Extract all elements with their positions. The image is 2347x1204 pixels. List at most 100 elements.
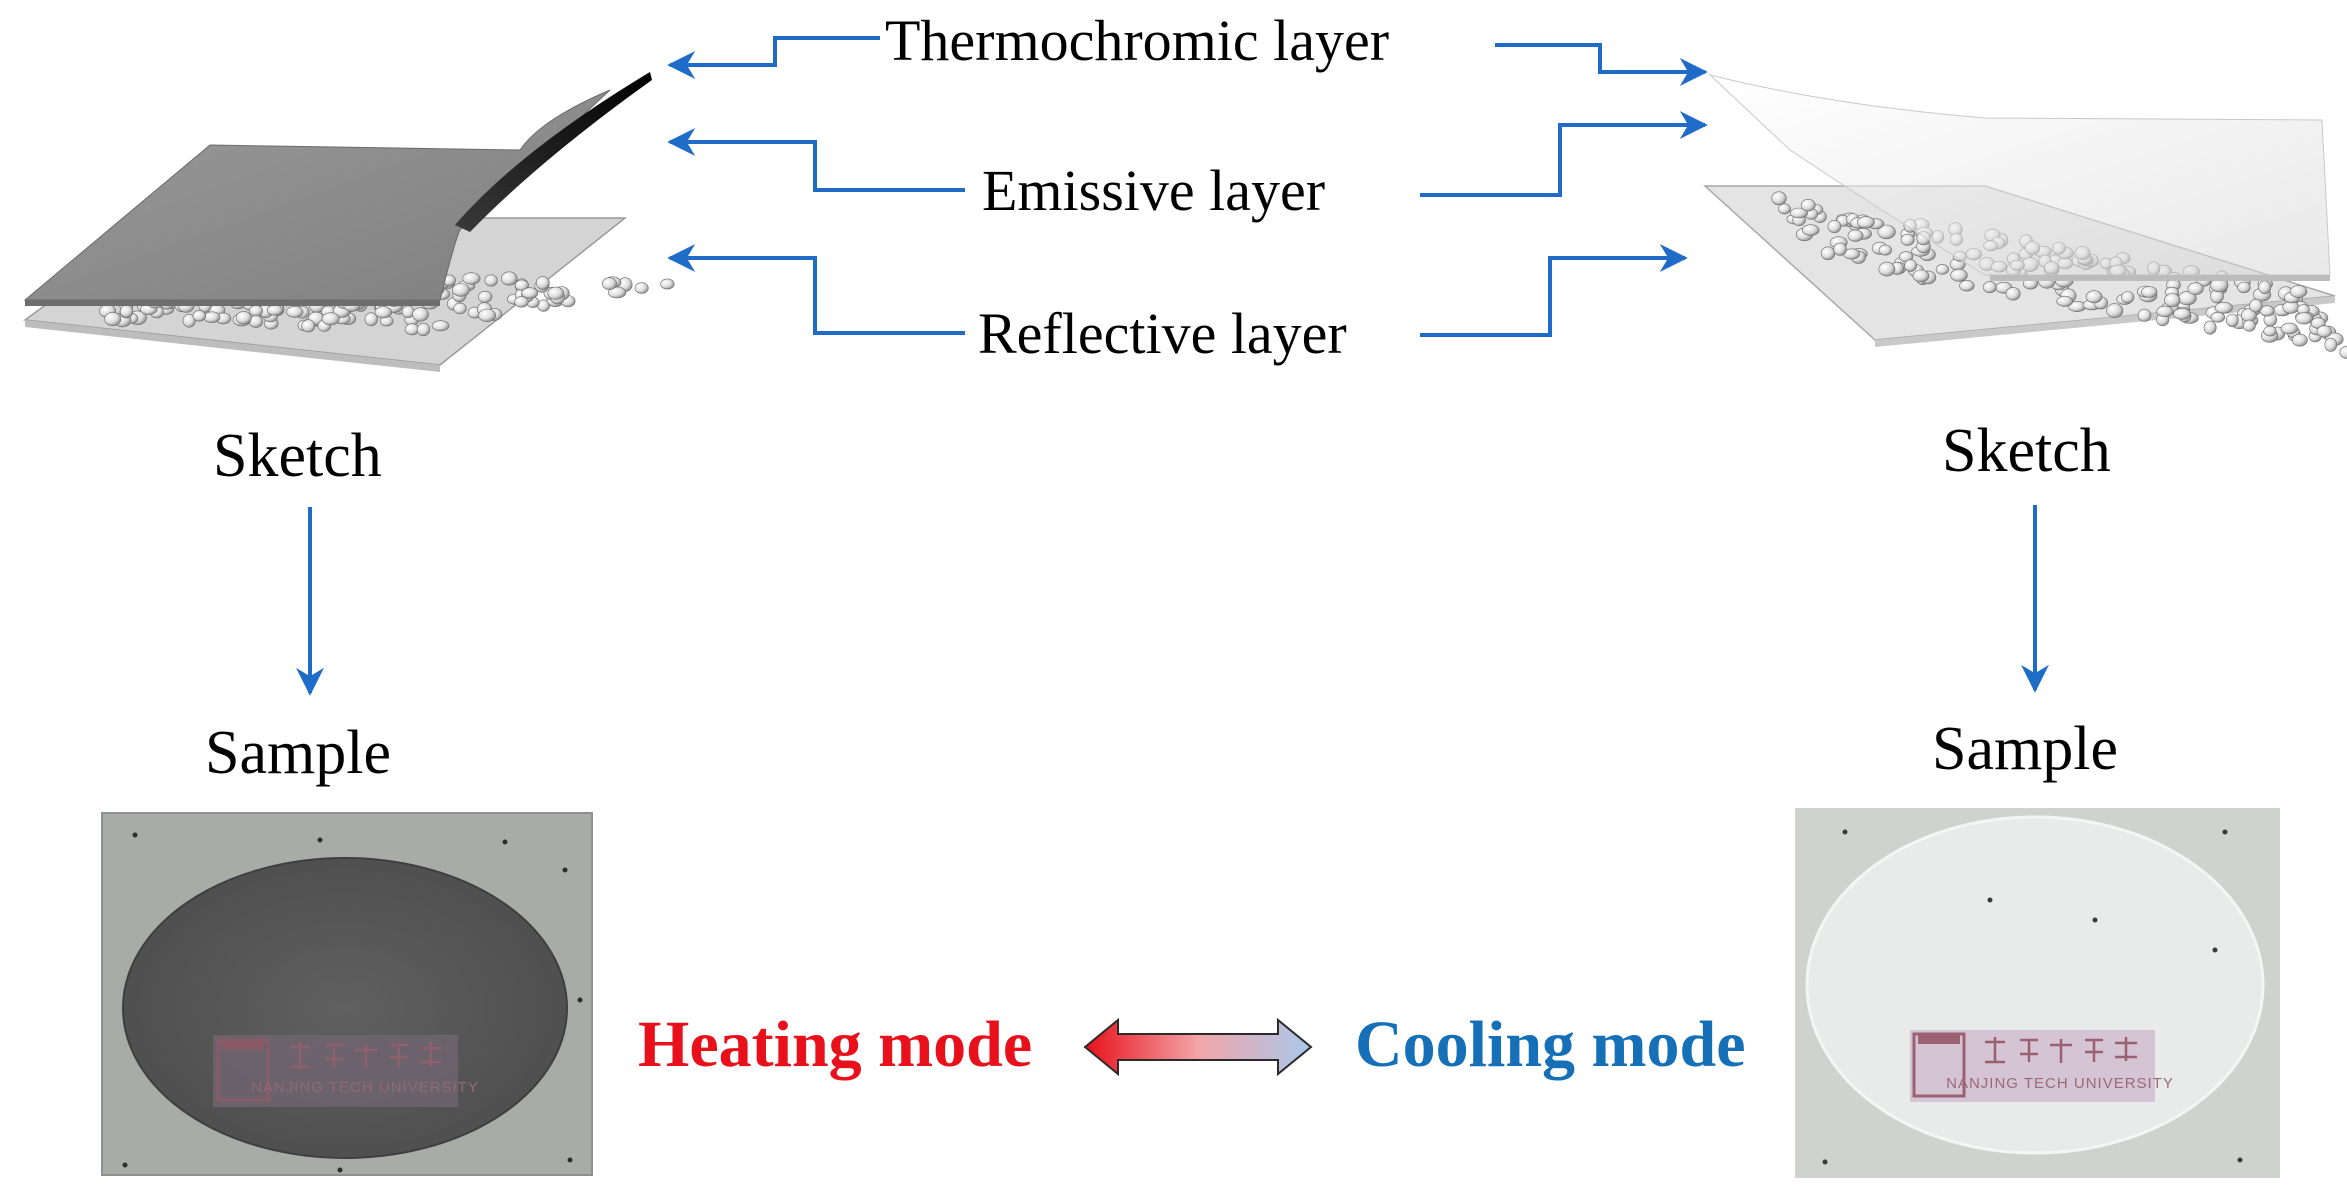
emissive-bead — [1878, 244, 1892, 256]
emissive-bead — [1912, 269, 1930, 283]
right-thermochromic-edge — [1990, 275, 2330, 281]
emissive-bead — [1827, 219, 1842, 234]
emissive-bead — [2339, 345, 2347, 359]
arrow-thermochromic-right — [1495, 43, 1708, 86]
left-layer-sketch — [22, 72, 675, 372]
emissive-bead — [2056, 295, 2073, 307]
emissive-bead — [2225, 313, 2239, 327]
emissive-bead — [535, 276, 550, 290]
emissive-bead — [1935, 264, 1949, 275]
emissive-bead — [2237, 281, 2251, 294]
emissive-bead — [634, 282, 649, 294]
emissive-bead — [451, 283, 470, 297]
arrow-emissive-right — [1420, 111, 1708, 197]
emissive-bead — [2085, 290, 2103, 304]
emissive-bead — [2187, 282, 2204, 296]
emissive-bead — [1900, 233, 1915, 246]
right-badge-crest-top — [1918, 1034, 1960, 1044]
emissive-bead — [192, 310, 207, 322]
right-thermochromic-sheet — [1708, 74, 2331, 276]
emissive-bead — [478, 290, 493, 303]
left-sample-dots — [122, 832, 583, 1173]
emissive-bead — [431, 320, 450, 332]
emissive-bead — [374, 306, 392, 319]
emissive-bead — [2141, 286, 2158, 298]
emissive-bead — [2005, 287, 2021, 301]
left-thermochromic-edge — [25, 300, 440, 306]
right-badge-chinese-glyphs — [1985, 1037, 2137, 1064]
emissive-bead — [1778, 203, 1791, 215]
emissive-bead — [2289, 285, 2308, 298]
emissive-bead — [1982, 281, 1997, 294]
emissive-bead — [1877, 224, 1896, 240]
emissive-bead — [514, 279, 529, 291]
emissive-bead — [2210, 311, 2225, 323]
emissive-bead — [2295, 312, 2313, 325]
emissive-bead — [412, 307, 429, 322]
left-sample-label: Sample — [205, 719, 391, 787]
emissive-bead — [2258, 280, 2272, 295]
emissive-bead — [119, 304, 134, 318]
arrow-reflective-left — [667, 244, 965, 335]
emissive-bead — [1771, 191, 1787, 206]
emissive-bead — [453, 302, 467, 315]
connector-arrows — [296, 36, 2049, 696]
emissive-bead — [2291, 333, 2308, 347]
emissive-bead — [321, 312, 340, 326]
emissive-bead — [2173, 308, 2192, 320]
emissive-bead — [1959, 280, 1975, 292]
emissive-bead — [2242, 319, 2256, 332]
emissive-bead — [547, 286, 565, 300]
emissive-bead — [2156, 305, 2174, 318]
left-sample-frame-light — [101, 812, 593, 1176]
emissive-bead — [1904, 259, 1917, 272]
emissive-bead — [364, 312, 378, 327]
emissive-bead — [235, 311, 252, 325]
emissive-bead — [416, 322, 431, 337]
arrow-thermochromic-left — [667, 36, 880, 79]
emissive-bead — [266, 304, 284, 316]
emissive-bead — [1800, 198, 1816, 212]
emissive-bead — [2214, 301, 2233, 314]
emissive-bead — [1847, 229, 1864, 242]
heating-mode-label: Heating mode — [638, 1008, 1033, 1081]
emissive-bead — [249, 305, 264, 317]
left-sample-photo: NANJING TECH UNIVERSITY — [101, 812, 593, 1176]
reflective-layer-label: Reflective layer — [978, 301, 1347, 366]
emissive-bead — [104, 311, 122, 326]
emissive-bead — [601, 277, 617, 291]
arrow-reflective-right — [1420, 244, 1688, 337]
emissive-bead — [2137, 308, 2152, 322]
emissive-bead — [501, 271, 518, 286]
emissive-bead — [2324, 337, 2338, 352]
emissive-bead — [203, 311, 221, 323]
emissive-bead — [2263, 325, 2277, 337]
emissive-bead — [484, 274, 498, 287]
left-thermochromic-curl — [455, 72, 652, 232]
right-sample-disc — [1805, 815, 2265, 1155]
emissive-bead — [286, 306, 304, 318]
emissive-layer-label: Emissive layer — [982, 158, 1326, 223]
mode-switch-arrow — [1083, 1017, 1313, 1077]
emissive-bead — [2249, 298, 2263, 313]
emissive-bead — [1820, 246, 1836, 261]
left-badge-chinese-glyphs — [290, 1042, 442, 1069]
emissive-bead — [2106, 303, 2124, 318]
emissive-bead — [2164, 293, 2181, 308]
emissive-bead — [1878, 261, 1896, 277]
arrow-emissive-left — [667, 128, 965, 192]
emissive-bead — [2316, 325, 2333, 338]
emissive-bead — [301, 319, 316, 333]
right-layer-sketch — [1703, 74, 2347, 359]
left-thermochromic-sheet — [23, 89, 611, 301]
emissive-bead — [2121, 291, 2135, 304]
emissive-bead — [2203, 320, 2217, 335]
emissive-bead — [1833, 242, 1847, 256]
emissive-bead — [1801, 224, 1820, 236]
right-sketch-label: Sketch — [1942, 417, 2111, 485]
emissive-bead — [660, 278, 675, 290]
emissive-bead — [1789, 207, 1808, 219]
cooling-mode-label: Cooling mode — [1355, 1008, 1746, 1081]
